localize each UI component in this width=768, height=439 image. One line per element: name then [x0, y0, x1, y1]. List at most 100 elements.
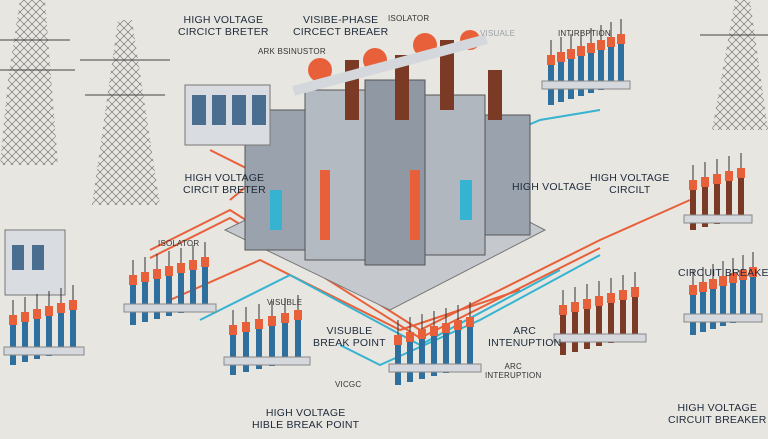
label-vicgc: VICGC [335, 380, 362, 389]
insulator-base [683, 313, 763, 323]
insulator-cap [189, 260, 197, 270]
insulator [710, 289, 716, 329]
insulator-cap [466, 317, 474, 327]
switchgear-cabinet-left [4, 229, 66, 296]
insulator-cap [587, 43, 595, 53]
insulator-cap [619, 290, 627, 300]
insulator-cap [737, 168, 745, 178]
insulator [190, 270, 196, 310]
insulator [295, 320, 301, 360]
insulator [142, 282, 148, 322]
insulator-cap [597, 40, 605, 50]
insulator-cap [442, 323, 450, 333]
insulator [588, 53, 594, 93]
insulator-cap [141, 272, 149, 282]
insulator-cap [701, 177, 709, 187]
insulator [608, 47, 614, 87]
insulator-base [123, 303, 217, 313]
insulator-cap [454, 320, 462, 330]
insulator-cap [557, 52, 565, 62]
insulator-cap [45, 306, 53, 316]
insulator [584, 309, 590, 349]
insulator [726, 181, 732, 221]
label-visuble: VISUBLE [267, 298, 303, 307]
insulator-cap [709, 279, 717, 289]
insulator [34, 319, 40, 359]
central-circuit-breaker-assembly [223, 30, 547, 311]
insulator-cap [559, 305, 567, 315]
label-top-interruption: INTIRBPTION [558, 29, 611, 38]
transmission-tower-right [700, 0, 768, 130]
insulator-cap [547, 55, 555, 65]
insulator [202, 267, 208, 307]
insulator-cap [749, 267, 757, 277]
insulator-base [3, 346, 85, 356]
insulator [407, 342, 413, 382]
insulator [178, 273, 184, 313]
insulator [620, 300, 626, 340]
insulator [632, 297, 638, 337]
insulator-cap [129, 275, 137, 285]
insulator-cap [739, 270, 747, 280]
insulator-cap [242, 322, 250, 332]
insulator-base [388, 363, 482, 373]
label-top-isolator: ISOLATOR [388, 14, 430, 23]
transmission-tower-center-left [80, 20, 170, 205]
insulator-cap [607, 37, 615, 47]
insulator [455, 330, 461, 370]
insulator [269, 326, 275, 366]
insulator [738, 178, 744, 218]
insulator [22, 322, 28, 362]
insulator [243, 332, 249, 372]
insulator-cap [294, 310, 302, 320]
insulator [578, 56, 584, 96]
insulator [230, 335, 236, 375]
insulator [750, 277, 756, 317]
insulator [714, 184, 720, 224]
insulator [568, 59, 574, 99]
transmission-tower-left [0, 0, 75, 165]
insulator-cap [729, 273, 737, 283]
insulator-cap [699, 282, 707, 292]
insulator-cap [617, 34, 625, 44]
insulator [690, 190, 696, 230]
insulator-cap [406, 332, 414, 342]
insulator [740, 280, 746, 320]
insulator [256, 329, 262, 369]
insulator-cap [255, 319, 263, 329]
insulator-cap [689, 180, 697, 190]
insulator-base [683, 214, 753, 224]
insulator-cap [281, 313, 289, 323]
insulator-cap [583, 299, 591, 309]
label-arc-resistor: ARK BSINUSTOR [258, 47, 326, 56]
insulator-base [541, 80, 631, 90]
insulator [46, 316, 52, 356]
label-mid-high-voltage: HIGH VOLTAGE [512, 181, 592, 193]
insulator [443, 333, 449, 373]
insulator [10, 325, 16, 365]
insulator-cap [430, 326, 438, 336]
insulator-cap [577, 46, 585, 56]
insulator [166, 276, 172, 316]
insulator [618, 44, 624, 84]
insulator-cap [153, 269, 161, 279]
insulator-cap [21, 312, 29, 322]
insulator [282, 323, 288, 363]
insulator-cap [177, 263, 185, 273]
label-left-isolator: ISOLATOR [158, 239, 200, 248]
insulator-groups [3, 19, 763, 385]
insulator-cap [595, 296, 603, 306]
insulator-base [223, 356, 311, 366]
insulator-cap [33, 309, 41, 319]
switchgear-cabinet-top [184, 84, 271, 146]
insulator-cap [571, 302, 579, 312]
